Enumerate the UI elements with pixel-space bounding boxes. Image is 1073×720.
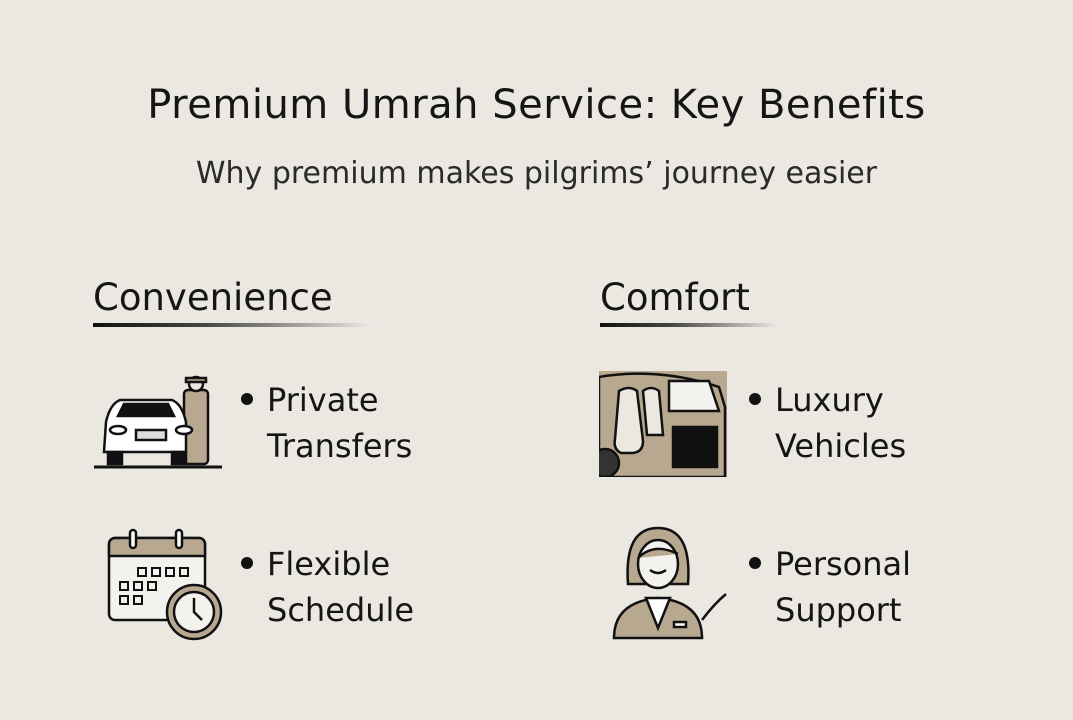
benefit-flexible-schedule: Flexible Schedule [241,541,415,633]
benefit-luxury-vehicles: Luxury Vehicles [749,377,907,469]
page-subtitle: Why premium makes pilgrims’ journey easi… [195,156,878,191]
bullet [241,393,253,405]
benefit-personal-support: Personal Support [749,541,912,633]
heading-convenience: Convenience [93,276,333,319]
heading-comfort: Comfort [600,276,750,319]
benefit-line: Schedule [267,591,415,629]
benefit-line: Luxury [775,381,884,419]
benefit-private-transfers: Private Transfers [241,377,413,469]
car-chauffeur-icon [94,375,222,469]
benefit-line: Personal [775,545,912,583]
benefit-line: Vehicles [775,427,907,465]
support-agent-icon [612,526,727,640]
car-interior-icon [599,371,727,477]
bullet [241,557,253,569]
calendar-clock-icon [107,528,223,641]
benefit-line: Private [267,381,379,419]
benefit-line: Flexible [267,545,391,583]
benefit-line: Support [775,591,902,629]
benefit-line: Transfers [267,427,413,465]
page-title: Premium Umrah Service: Key Benefits [147,82,926,128]
bullet [749,393,761,405]
heading-underline [93,323,371,327]
bullet [749,557,761,569]
heading-underline [600,323,778,327]
